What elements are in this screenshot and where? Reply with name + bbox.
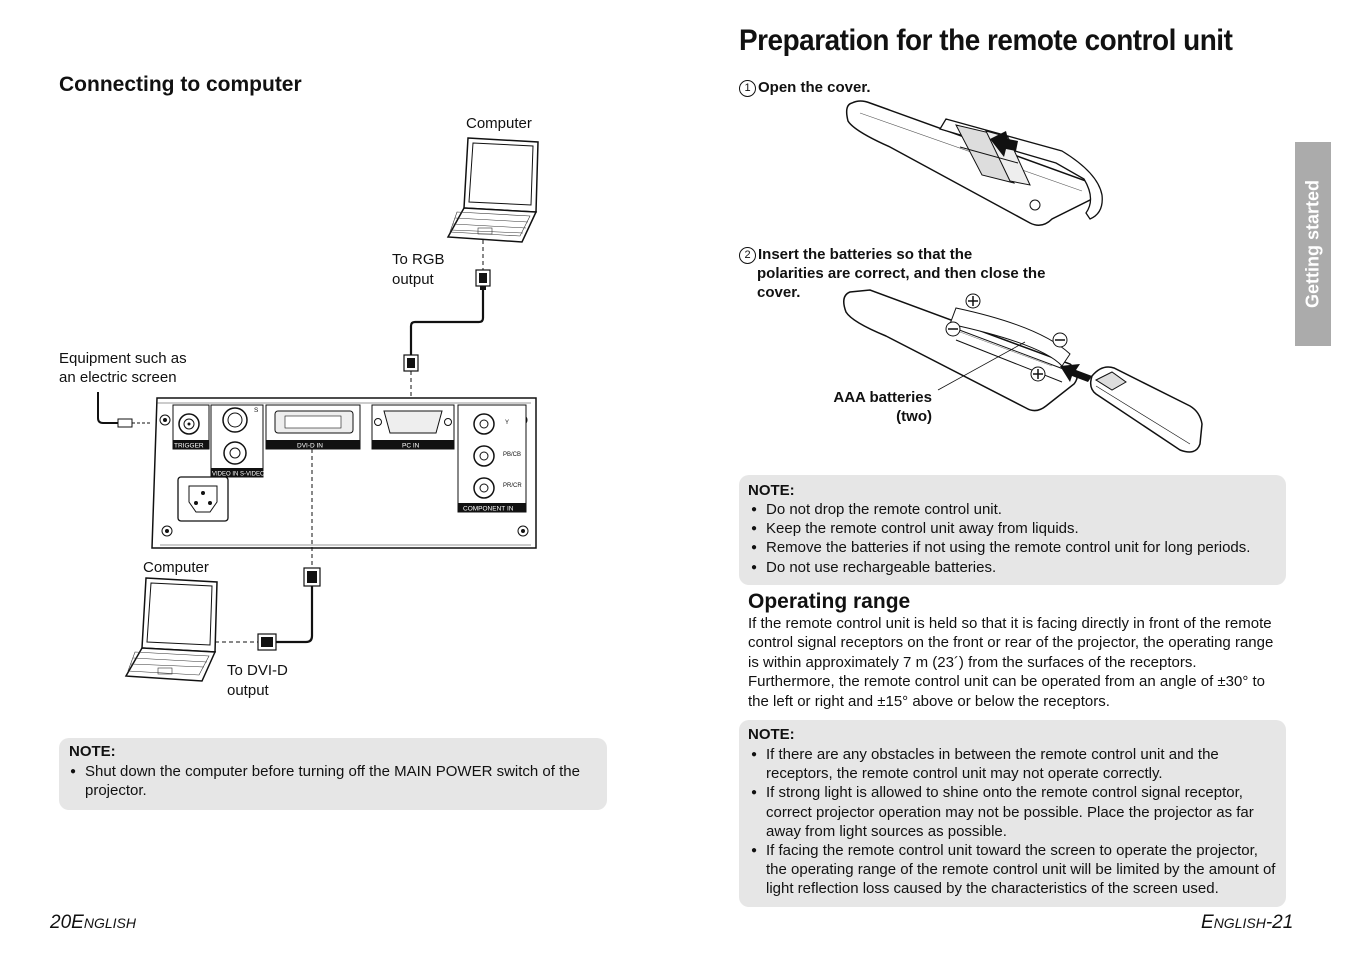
label-aaa-batteries-1: AAA batteries: [833, 389, 932, 406]
vga-plug-bottom-icon: [403, 354, 419, 372]
footer-page-number: 20: [50, 912, 72, 933]
projector-rear-panel: [151, 397, 537, 549]
vga-plug-top-icon: [475, 269, 491, 290]
footer-english-rest: NGLISH: [83, 915, 136, 931]
dvi-plug-top-icon: [303, 567, 321, 587]
laptop-top-icon: [446, 137, 539, 243]
label-rgb-output-1: To RGB: [392, 251, 445, 268]
label-dvi-output-1: To DVI-D: [227, 662, 288, 679]
panel-label-prcr: PR/CR: [503, 483, 522, 489]
step-2-line-3: cover.: [757, 284, 801, 301]
label-dvi-output-2: output: [227, 682, 269, 699]
side-tab-label: Getting started: [1302, 179, 1323, 309]
label-equipment-1: Equipment such as: [59, 350, 187, 367]
operating-range-text: If the remote control unit is held so th…: [748, 615, 1274, 710]
note-item: Do not use rechargeable batteries.: [748, 558, 1282, 577]
footer-page-21: ENGLISH-21: [1201, 912, 1293, 934]
note-box-left: NOTE: Shut down the computer before turn…: [59, 738, 607, 810]
note-item: If there are any obstacles in between th…: [748, 745, 1282, 783]
note-heading: NOTE:: [748, 482, 795, 499]
label-rgb-output-2: output: [392, 271, 434, 288]
note-item: If strong light is allowed to shine onto…: [748, 783, 1282, 841]
panel-label-s: S: [254, 407, 259, 414]
label-aaa-batteries: AAA batteries (two): [780, 388, 932, 426]
label-aaa-batteries-2: (two): [896, 408, 932, 425]
note-list: Shut down the computer before turning of…: [67, 762, 595, 800]
footer-english-rest: NGLISH: [1213, 915, 1266, 931]
panel-label-trigger: TRIGGER: [174, 443, 204, 450]
note-item: Do not drop the remote control unit.: [748, 500, 1282, 519]
step-1-text: Open the cover.: [758, 79, 871, 96]
panel-label-dvi: DVI-D IN: [297, 443, 323, 450]
note-item: Keep the remote control unit away from l…: [748, 519, 1282, 538]
step-2-number: 2: [739, 247, 756, 264]
panel-label-pc: PC IN: [402, 443, 420, 450]
panel-label-video: VIDEO IN S-VIDEO IN: [212, 472, 272, 478]
label-equipment-2: an electric screen: [59, 369, 177, 386]
page-title: Preparation for the remote control unit: [739, 24, 1233, 57]
side-tab-getting-started: Getting started: [1295, 142, 1331, 346]
note-item: Remove the batteries if not using the re…: [748, 538, 1282, 557]
panel-label-y: Y: [505, 420, 509, 426]
note-box-right-2: NOTE: If there are any obstacles in betw…: [739, 720, 1286, 907]
step-1-number: 1: [739, 80, 756, 97]
laptop-bottom-icon: [124, 577, 218, 682]
remote-open-cover-illustration: [845, 100, 1103, 226]
step-2-line-2: polarities are correct, and then close t…: [757, 265, 1046, 282]
note-heading: NOTE:: [69, 743, 116, 760]
note-item: If facing the remote control unit toward…: [748, 841, 1282, 899]
step-2-line-1: Insert the batteries so that the: [758, 246, 973, 263]
note-list: If there are any obstacles in between th…: [748, 745, 1282, 899]
footer-english-e: E: [71, 912, 84, 933]
note-item: Shut down the computer before turning of…: [67, 762, 595, 800]
note-list: Do not drop the remote control unit. Kee…: [748, 500, 1282, 577]
footer-page-20: 20ENGLISH: [50, 912, 136, 934]
dvi-plug-bottom-icon: [257, 633, 277, 651]
operating-range-heading: Operating range: [748, 590, 911, 613]
note-heading: NOTE:: [748, 726, 795, 743]
section-title-connecting: Connecting to computer: [59, 73, 302, 96]
label-computer-top: Computer: [466, 115, 532, 132]
remote-insert-batteries-illustration: [843, 289, 1203, 453]
connection-diagram: TRIGGER S VIDEO IN S-VIDEO IN DVI-D IN P…: [97, 137, 539, 682]
footer-page-number: -21: [1265, 912, 1294, 933]
panel-label-component: COMPONENT IN: [463, 506, 514, 513]
panel-label-pbcb: PB/CB: [503, 452, 521, 458]
note-box-right-1: NOTE: Do not drop the remote control uni…: [739, 475, 1286, 585]
label-computer-bottom: Computer: [143, 559, 209, 576]
footer-english-e: E: [1201, 912, 1214, 933]
